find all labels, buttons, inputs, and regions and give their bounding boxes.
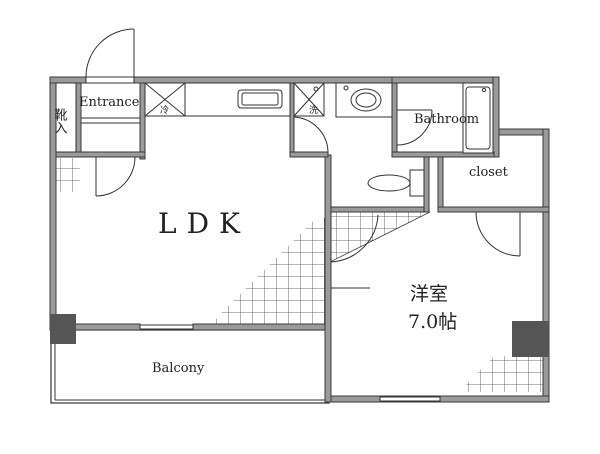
washroom-door (293, 116, 329, 153)
toilet (367, 169, 425, 197)
room-label-entrance: Entrance (79, 95, 140, 110)
windows (139, 324, 441, 402)
room-label-closet: closet (469, 165, 509, 180)
washer-space (293, 82, 325, 117)
closet-door (475, 211, 521, 257)
pillars (50, 314, 549, 357)
washbasin (335, 82, 393, 118)
washer-mark: 洗 (309, 104, 318, 116)
bathtub (462, 82, 494, 154)
ldk-door (95, 156, 136, 197)
room-size-bedroom: 7.0帖 (408, 311, 457, 333)
toilet-door (330, 212, 379, 263)
bathroom-door (396, 109, 433, 146)
room-label-ldk: LDK (158, 207, 250, 240)
kitchen-counter (144, 82, 291, 117)
label-shoe-box: 靴入 (52, 108, 68, 134)
floor-hatching (56, 158, 544, 392)
room-label-bedroom: 洋室 (410, 283, 448, 305)
room-label-bathroom: Bathroom (414, 112, 479, 127)
shoe-box (55, 82, 77, 153)
room-label-balcony: Balcony (152, 361, 205, 376)
entrance-door (85, 28, 135, 84)
entrance-floor (81, 117, 140, 124)
fridge-mark: 冷 (160, 104, 169, 116)
